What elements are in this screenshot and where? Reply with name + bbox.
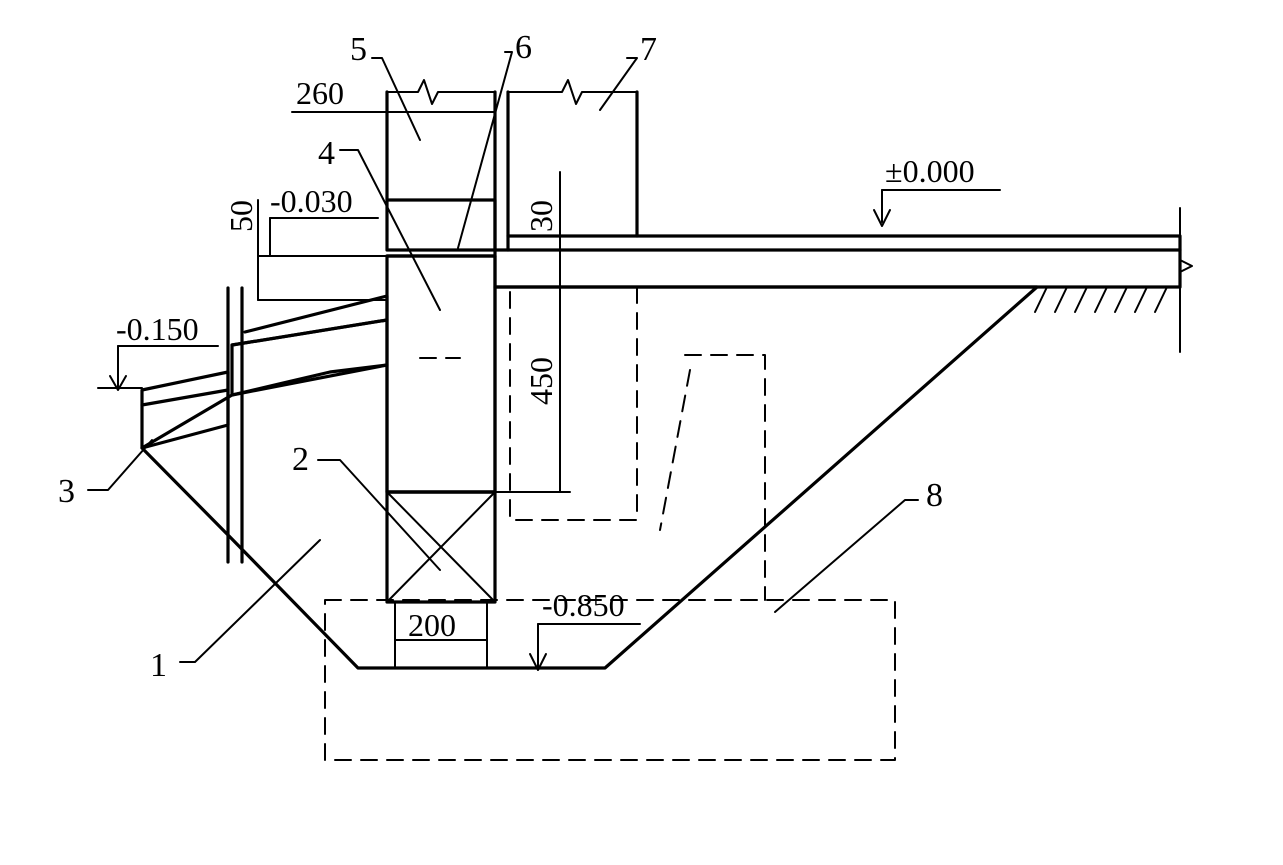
callout-6: 6 — [515, 29, 532, 66]
foundation-trench-outline — [324, 599, 896, 761]
upper-wall — [385, 79, 497, 252]
elevation-outer-ground-marker — [97, 345, 219, 391]
inner-dashed-diagonal — [659, 369, 691, 531]
dim-30-lines — [494, 171, 571, 493]
elevation-cap-marker — [269, 217, 379, 257]
dim-slab-step: 30 — [523, 200, 559, 232]
elevation-bottom-marker — [529, 623, 641, 671]
partition-wall — [506, 79, 639, 238]
callout-leaders — [87, 51, 919, 663]
callout-3: 3 — [58, 473, 75, 510]
ring-beam — [385, 490, 497, 604]
floor-slab — [493, 248, 1182, 289]
break-mark — [1179, 259, 1193, 273]
foundation-wall — [385, 254, 497, 494]
dim-50-lines — [257, 199, 388, 301]
damp-proof-course — [385, 198, 497, 252]
callout-8: 8 — [926, 477, 943, 514]
callout-1: 1 — [150, 647, 167, 684]
callout-2: 2 — [292, 441, 309, 478]
dim-cap-height: 50 — [223, 200, 259, 232]
outer-wall-double-line — [226, 286, 244, 564]
dim-wall-depth: 450 — [523, 357, 559, 405]
callout-4: 4 — [318, 135, 335, 172]
dim-wall-width: 260 — [296, 75, 344, 111]
outer-step-top — [140, 370, 230, 407]
dim-beam-width: 200 — [408, 607, 456, 643]
floor-finish — [506, 234, 1182, 252]
ground-hatch — [1034, 286, 1179, 313]
dim-200-lines — [394, 601, 488, 669]
callout-5: 5 — [350, 31, 367, 68]
elevation-outer-ground: -0.150 — [116, 311, 199, 347]
inner-dashed-outline — [509, 286, 766, 601]
elevation-floor: ±0.000 — [885, 153, 975, 189]
outer-apron-top — [230, 294, 389, 347]
elevation-cap-top: -0.030 — [270, 183, 353, 219]
elevation-floor-marker — [873, 189, 1001, 227]
callout-7: 7 — [640, 31, 657, 68]
elevation-foundation-bottom: -0.850 — [542, 587, 625, 623]
